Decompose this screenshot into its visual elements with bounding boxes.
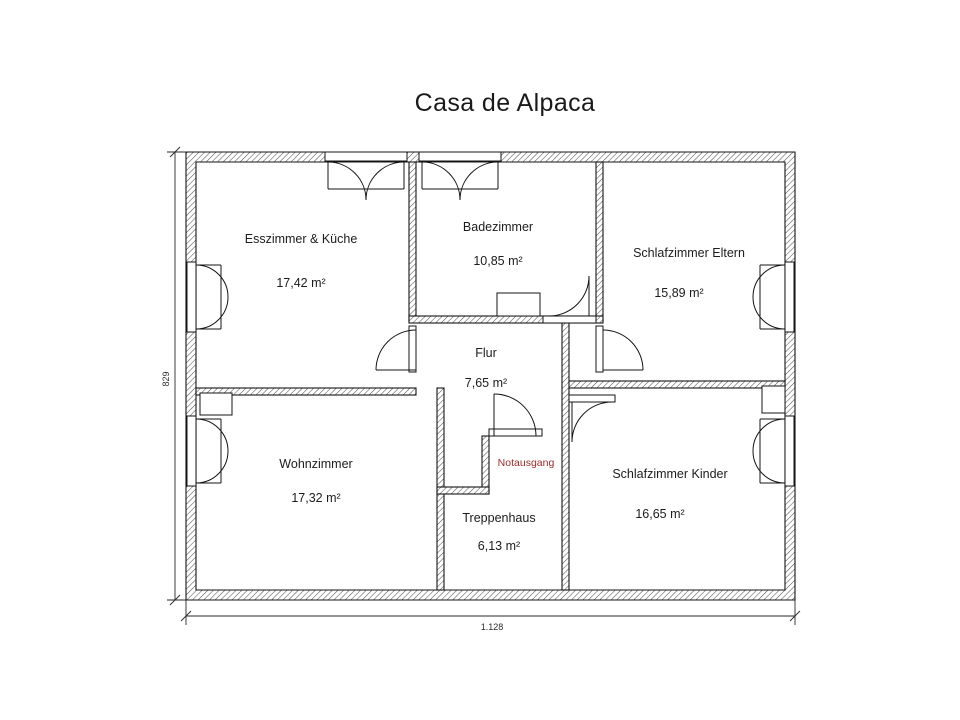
annotation-notausgang: Notausgang	[498, 457, 555, 469]
door-flur-treppenhaus	[488, 393, 543, 437]
room-label-wohnzimmer: Wohnzimmer 17,32 m²	[279, 457, 352, 505]
room-label-schlafzimmer-kinder: Schlafzimmer Kinder 16,65 m²	[612, 467, 727, 521]
window-esszimmer-top	[324, 151, 408, 201]
room-label-esszimmer: Esszimmer & Küche 17,42 m²	[245, 232, 358, 290]
room-area-schlafzimmer-kinder: 16,65 m²	[635, 507, 684, 521]
room-label-flur: Flur 7,65 m²	[465, 346, 507, 390]
room-area-treppenhaus: 6,13 m²	[478, 539, 520, 553]
room-label-schlafzimmer-eltern: Schlafzimmer Eltern 15,89 m²	[633, 246, 745, 300]
fixture-kinder-corner	[761, 385, 786, 414]
room-name-badezimmer: Badezimmer	[463, 220, 533, 234]
door-flur-kinder	[568, 394, 616, 443]
page-title: Casa de Alpaca	[415, 89, 596, 117]
room-label-badezimmer: Badezimmer 10,85 m²	[463, 220, 533, 268]
dimension-height-label: 829	[161, 371, 171, 386]
room-name-schlafzimmer-kinder: Schlafzimmer Kinder	[612, 467, 727, 481]
door-esszimmer-flur	[375, 325, 417, 373]
openings-and-doors	[186, 151, 795, 487]
room-name-schlafzimmer-eltern: Schlafzimmer Eltern	[633, 246, 745, 260]
dimension-lines: 829 1.128	[161, 146, 801, 632]
door-badezimmer-flur	[542, 275, 597, 324]
room-area-flur: 7,65 m²	[465, 376, 507, 390]
room-name-flur: Flur	[475, 346, 497, 360]
room-labels: Esszimmer & Küche 17,42 m² Badezimmer 10…	[245, 220, 745, 553]
interior-walls	[195, 161, 786, 591]
fixture-wohnzimmer-corner	[199, 392, 233, 416]
room-area-badezimmer: 10,85 m²	[473, 254, 522, 268]
window-eltern-right	[752, 261, 795, 333]
door-flur-eltern	[595, 325, 644, 373]
room-area-wohnzimmer: 17,32 m²	[291, 491, 340, 505]
room-name-treppenhaus: Treppenhaus	[462, 511, 535, 525]
room-area-schlafzimmer-eltern: 15,89 m²	[654, 286, 703, 300]
room-name-wohnzimmer: Wohnzimmer	[279, 457, 352, 471]
fixture-badezimmer	[496, 292, 541, 317]
window-kinder-right	[752, 415, 795, 487]
window-wohnzimmer-left	[186, 415, 229, 487]
window-esszimmer-left	[186, 261, 229, 333]
room-area-esszimmer: 17,42 m²	[276, 276, 325, 290]
room-name-esszimmer: Esszimmer & Küche	[245, 232, 358, 246]
dimension-width-label: 1.128	[481, 622, 504, 632]
room-label-treppenhaus: Treppenhaus 6,13 m²	[462, 511, 535, 553]
window-badezimmer-top	[418, 151, 502, 201]
